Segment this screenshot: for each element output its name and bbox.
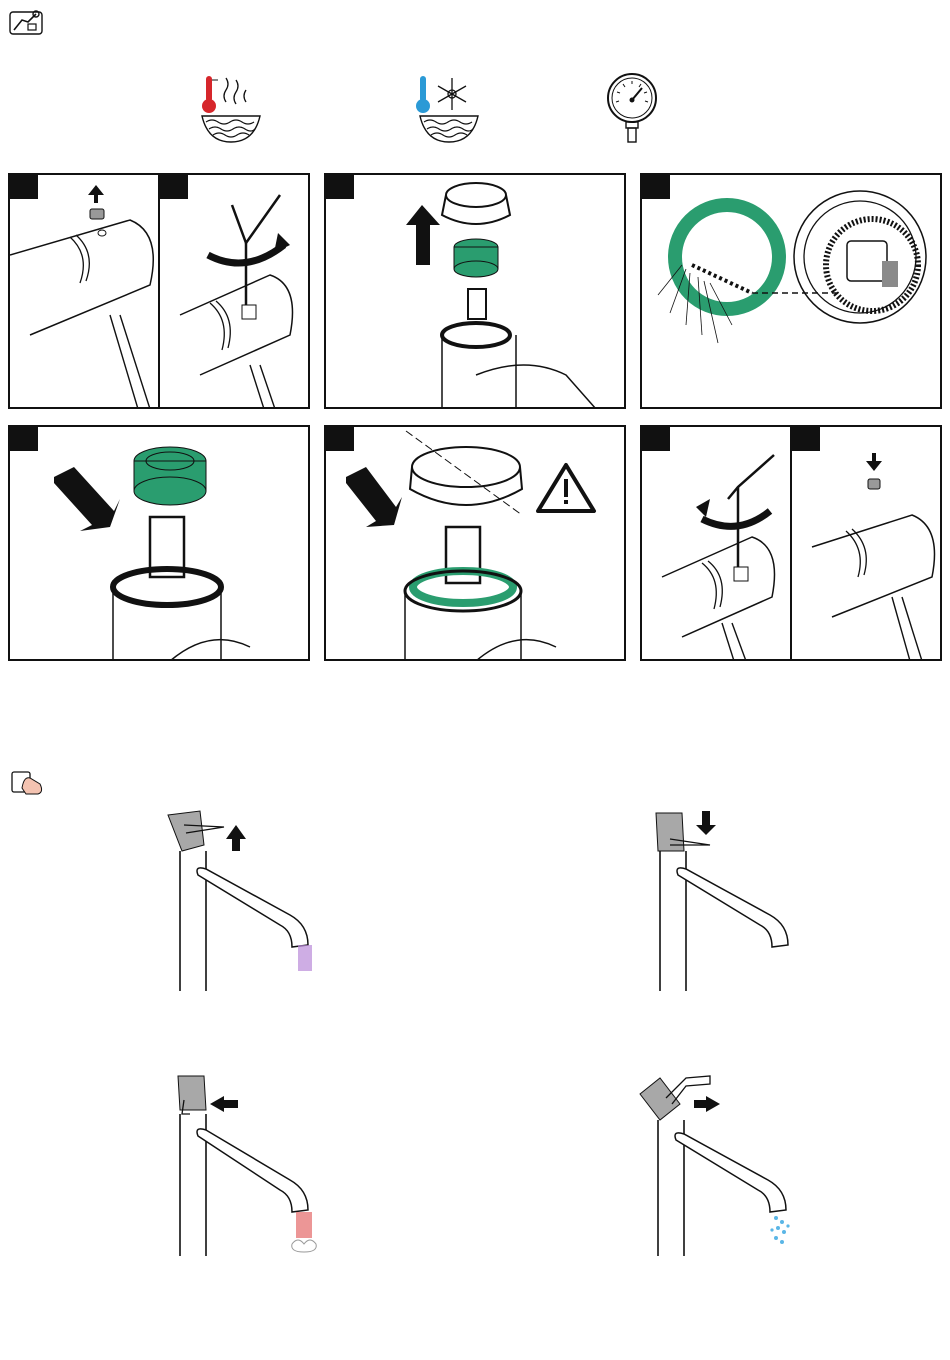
faucet-hot-water-figure xyxy=(160,1070,330,1260)
step-1-remove-cap xyxy=(8,173,160,409)
step-number-badge xyxy=(10,175,38,199)
remove-cap-illustration xyxy=(10,175,160,409)
step-number-badge xyxy=(642,175,670,199)
arrow-left-icon xyxy=(210,1096,238,1112)
step-5-insert-limit-stop xyxy=(8,425,310,661)
arrow-right-icon xyxy=(694,1096,720,1112)
step-4-adjust-ring xyxy=(640,173,942,409)
insert-cap-illustration xyxy=(792,427,942,661)
arrow-up-icon xyxy=(88,185,104,203)
step-6-mount-cover xyxy=(324,425,626,661)
hot-water-thermometer-icon xyxy=(196,72,266,144)
warning-icon xyxy=(538,465,594,511)
hand-operation-icon xyxy=(10,768,46,796)
arrow-down-icon xyxy=(696,811,716,835)
limit-stop-green xyxy=(454,239,498,277)
cap-part xyxy=(90,209,104,219)
arrow-down-icon xyxy=(866,453,882,471)
cold-frost-thermometer-icon xyxy=(414,72,484,144)
step-8-insert-cap xyxy=(790,425,942,661)
step-7-tighten-screw xyxy=(640,425,792,661)
faucet-lever-down-figure xyxy=(640,805,810,995)
rotate-arrow-icon xyxy=(702,511,770,526)
arrow-down-icon xyxy=(346,467,402,527)
step-number-badge xyxy=(326,175,354,199)
hex-key-illustration xyxy=(642,427,792,661)
step-number-badge xyxy=(326,427,354,451)
faucet-lever-up-figure xyxy=(160,805,330,995)
insert-limit-stop-illustration xyxy=(10,427,310,661)
step-number-badge xyxy=(642,427,670,451)
faucet-cold-water-figure xyxy=(636,1070,806,1260)
arrow-up-icon xyxy=(226,825,246,851)
step-number-badge xyxy=(10,427,38,451)
step-3-remove-cover xyxy=(324,173,626,409)
arrow-down-icon xyxy=(54,467,120,531)
ring-adjust-illustration xyxy=(642,175,942,409)
step-2-loosen-screw xyxy=(158,173,310,409)
hex-key-illustration xyxy=(160,175,310,409)
arrow-up-icon xyxy=(406,205,440,265)
cover-removal-illustration xyxy=(326,175,626,409)
step-number-badge xyxy=(792,427,820,451)
wrench-hand-icon xyxy=(8,8,44,38)
step-number-badge xyxy=(160,175,188,199)
limit-stop-green xyxy=(134,447,206,505)
mount-cover-illustration xyxy=(326,427,626,661)
pressure-gauge-icon xyxy=(604,72,660,144)
